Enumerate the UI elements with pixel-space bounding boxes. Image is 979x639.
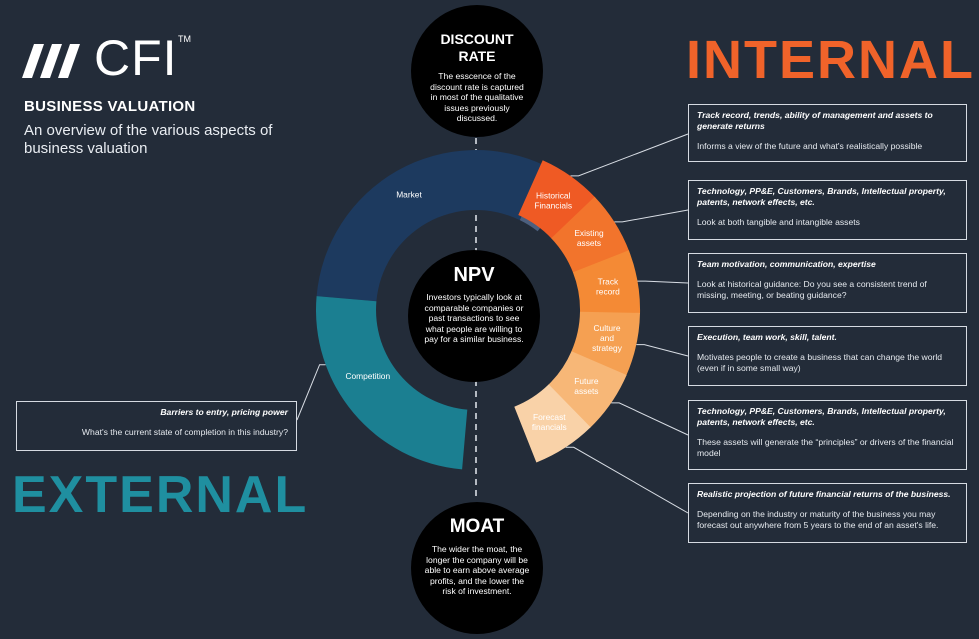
connector-culture-strategy <box>636 344 689 357</box>
cfi-logo-icon <box>22 44 80 78</box>
connector-existing-assets <box>614 209 689 223</box>
internal-label-culture-strategy-line: Culture <box>594 323 621 333</box>
external-label-competition: Competition <box>345 371 390 381</box>
internal-box-heading: Team motivation, communication, expertis… <box>697 259 876 269</box>
internal-label-culture-strategy-line: and <box>600 333 614 343</box>
internal-label-track-record-line: Track <box>598 276 619 286</box>
internal-box-heading: Realistic projection of future financial… <box>697 489 951 499</box>
connector-lines <box>296 133 689 514</box>
connector-future-assets <box>611 402 689 436</box>
external-heading: EXTERNAL <box>12 466 309 524</box>
internal-box-existing-assets: Technology, PP&E, Customers, Brands, Int… <box>688 180 967 240</box>
internal-segment-existing-assets <box>551 196 630 273</box>
internal-segment-forecast-financials <box>514 384 591 463</box>
ring-segments <box>315 150 641 470</box>
internal-segment-historical-financials <box>518 160 596 239</box>
discount-rate-description: The esscence of the discount rate is cap… <box>430 71 524 124</box>
internal-box-heading: Technology, PP&E, Customers, Brands, Int… <box>697 406 946 427</box>
internal-heading: INTERNAL <box>686 30 975 90</box>
internal-box-heading: Technology, PP&E, Customers, Brands, Int… <box>697 186 946 207</box>
npv-description: Investors typically look at comparable c… <box>424 292 524 345</box>
external-label-competition-line: Competition <box>345 371 390 381</box>
internal-label-culture-strategy-line: strategy <box>592 343 623 353</box>
internal-box-heading: Track record, trends, ability of managem… <box>697 110 933 131</box>
npv-circle: NPV Investors typically look at comparab… <box>408 250 540 382</box>
discount-rate-title-line2: RATE <box>458 48 496 64</box>
cfi-logo-text: CFI <box>94 30 178 86</box>
internal-label-future-assets-line: Future <box>574 376 599 386</box>
external-segment-market <box>316 150 547 302</box>
internal-box-text: Look at historical guidance: Do you see … <box>697 279 927 300</box>
internal-box-text: Informs a view of the future and what's … <box>697 141 923 151</box>
external-box-competition: Barriers to entry, pricing power What's … <box>16 401 297 451</box>
connector-track-record <box>637 280 689 284</box>
discount-rate-title-line1: DISCOUNT <box>440 31 514 47</box>
external-segment-competition <box>315 296 468 470</box>
external-box-heading: Barriers to entry, pricing power <box>160 407 288 417</box>
moat-title: MOAT <box>449 516 505 537</box>
connector-competition <box>296 364 326 421</box>
internal-segment-track-record <box>572 250 641 314</box>
internal-box-text: Depending on the industry or maturity of… <box>697 509 939 530</box>
internal-box-culture-strategy: Execution, team work, skill, talent. Mot… <box>688 326 967 386</box>
connector-historical-financials <box>570 133 689 177</box>
connector-forecast-financials <box>565 446 689 514</box>
external-label-market-line: Market <box>396 189 422 199</box>
internal-segment-culture-strategy <box>571 311 640 376</box>
internal-label-existing-assets-line: Existing <box>574 228 604 238</box>
page-subtitle: An overview of the various aspects of bu… <box>24 122 273 157</box>
internal-box-text: These assets will generate the “principl… <box>697 437 954 458</box>
internal-label-existing-assets-line: assets <box>577 238 601 248</box>
internal-label-track-record-line: record <box>596 286 620 296</box>
internal-segment-future-assets <box>548 351 627 429</box>
moat-circle: MOAT The wider the moat, the longer the … <box>411 502 543 634</box>
internal-label-historical-financials-line: Historical <box>536 191 571 201</box>
internal-box-track-record: Team motivation, communication, expertis… <box>688 253 967 313</box>
internal-box-heading: Execution, team work, skill, talent. <box>697 332 837 342</box>
moat-description: The wider the moat, the longer the compa… <box>424 544 530 597</box>
npv-title: NPV <box>453 264 495 286</box>
discount-rate-circle: DISCOUNT RATE The esscence of the discou… <box>411 5 543 137</box>
internal-label-historical-financials-line: Financials <box>534 201 572 211</box>
internal-box-historical-financials: Track record, trends, ability of managem… <box>688 104 967 162</box>
trademark-mark: TM <box>178 34 191 44</box>
internal-box-future-assets: Technology, PP&E, Customers, Brands, Int… <box>688 400 967 470</box>
internal-box-text: Motivates people to create a business th… <box>697 352 943 373</box>
page-title: BUSINESS VALUATION <box>24 98 196 115</box>
internal-label-forecast-financials-line: financials <box>532 422 567 432</box>
external-label-market: Market <box>396 189 422 199</box>
internal-box-forecast-financials: Realistic projection of future financial… <box>688 483 967 543</box>
internal-label-forecast-financials-line: Forecast <box>533 412 566 422</box>
external-box-text: What's the current state of completion i… <box>81 427 288 437</box>
internal-label-future-assets-line: assets <box>574 386 598 396</box>
internal-box-text: Look at both tangible and intangible ass… <box>697 217 860 227</box>
